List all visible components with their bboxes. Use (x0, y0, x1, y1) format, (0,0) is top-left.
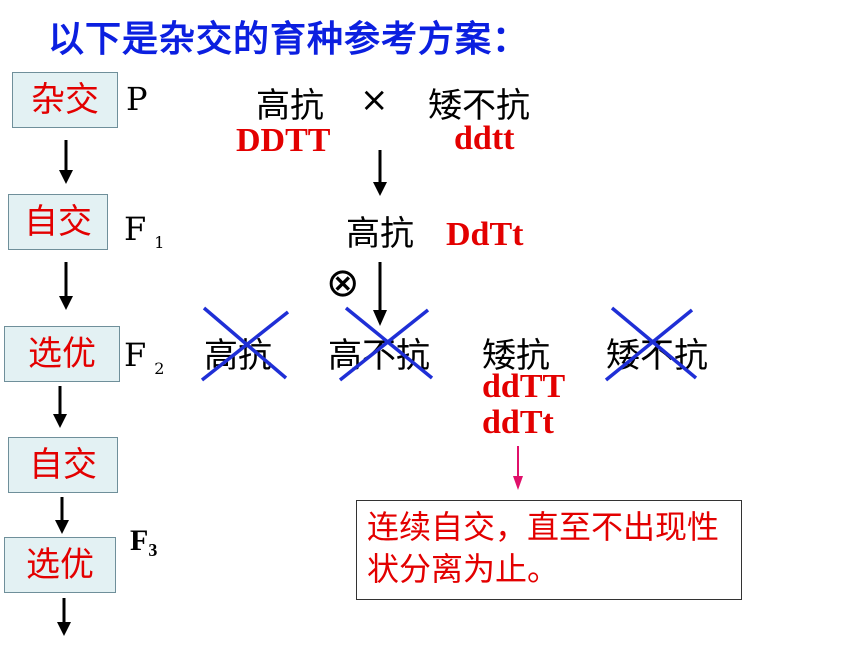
step-select-1: 选优 (4, 326, 120, 382)
step-hybridize: 杂交 (12, 72, 118, 128)
cross-out-mark-icon (200, 306, 290, 382)
cross-symbol: × (360, 80, 389, 120)
generation-f2-subscript: 2 (154, 359, 165, 378)
step-arrows (53, 140, 73, 636)
page-title: 以下是杂交的育种参考方案： (48, 19, 530, 60)
parent2-phenotype: 矮不抗 (428, 86, 530, 126)
f1-genotype: DdTt (446, 216, 524, 253)
pink-down-arrow-head (513, 476, 523, 490)
step-select-2: 选优 (4, 537, 116, 593)
cross-out-mark-icon (338, 306, 434, 382)
generation-f1-subscript: 1 (154, 233, 165, 252)
parent1-phenotype: 高抗 (256, 86, 324, 126)
down-arrow-head (55, 520, 69, 534)
parent1-genotype: DDTT (236, 122, 331, 159)
f1-phenotype: 高抗 (346, 214, 414, 254)
selected-genotype-heterozygous: ddTt (482, 404, 554, 441)
down-arrow-head (57, 622, 71, 636)
self-cross-symbol: ⊗ (326, 260, 360, 306)
cross-out-mark-icon (604, 306, 698, 382)
generation-f3-subscript: 3 (148, 540, 158, 560)
conclusion-box: 连续自交，直至不出现性状分离为止。 (356, 500, 742, 600)
down-arrow-head (59, 296, 73, 310)
down-arrow-head (373, 182, 387, 196)
generation-p: P (126, 80, 148, 118)
down-arrow-head (373, 310, 387, 326)
f2-phenotype-short-resistant: 矮抗 (482, 336, 550, 376)
parent2-genotype: ddtt (454, 120, 515, 157)
down-arrow-head (59, 170, 73, 184)
f2-phenotype-tall-nonresistant: 高不抗 (328, 336, 430, 376)
down-arrow-head (53, 414, 67, 428)
step-self-cross-2: 自交 (8, 437, 118, 493)
f2-phenotype-short-nonresistant: 矮不抗 (606, 336, 708, 376)
step-self-cross-1: 自交 (8, 194, 108, 250)
generation-f3: F3 (130, 524, 158, 560)
selected-genotype-homozygous: ddTT (482, 368, 566, 405)
